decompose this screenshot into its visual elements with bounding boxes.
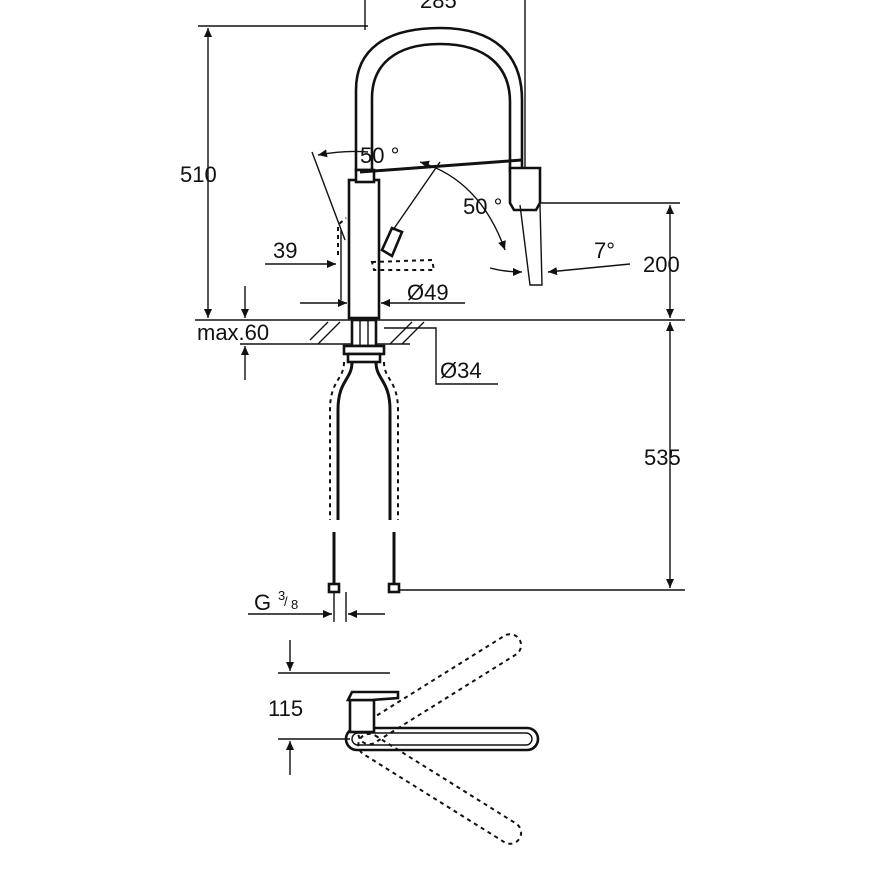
lever-alt-down [370, 258, 436, 271]
dimension-top-view-depth: 115 [268, 640, 390, 775]
thread-denominator-label: 8 [291, 597, 298, 612]
top-view-spout-rotated-up [357, 633, 523, 746]
angle-tilt: 7° [489, 238, 631, 276]
dimension-hole-diameter: Ø34 [384, 327, 498, 385]
dimension-max-thickness: max.60 [197, 286, 269, 380]
hose-connector-right [387, 582, 401, 594]
angle-spray-left: 50 ° [311, 143, 399, 241]
lever-position-diagonal [380, 226, 404, 258]
dimension-top-width-label: 285 [420, 0, 457, 13]
dimension-max-thickness-label: max.60 [197, 320, 269, 345]
dimension-hole-diameter-label: Ø34 [440, 358, 482, 383]
thread-numerator-label: 3 [278, 588, 285, 603]
top-view-spout-rotated-down [357, 732, 523, 845]
supply-hoses [327, 361, 401, 622]
top-view-body [348, 698, 376, 734]
spray-head [508, 166, 542, 212]
dimension-hose-length: 535 [400, 322, 685, 591]
hose-connector-left [327, 582, 341, 594]
dimension-total-height: 510 [180, 25, 368, 318]
faucet-top-view [344, 633, 540, 845]
dimension-lever-offset-label: 39 [273, 238, 297, 263]
thread-main-label: G [254, 590, 271, 615]
faucet-body [347, 178, 381, 320]
dimension-lever-offset: 39 [265, 230, 342, 300]
dimension-top-view-depth-label: 115 [268, 696, 303, 721]
countertop-section [195, 318, 685, 364]
angle-spray-right-label: 50 ° [463, 194, 502, 219]
mounting-shank [350, 318, 378, 348]
dimension-hose-length-label: 535 [644, 445, 681, 470]
mounting-washer [346, 352, 382, 364]
dimension-total-height-label: 510 [180, 162, 217, 187]
dimension-spout-height: 200 [540, 202, 680, 318]
lever-alt-left [337, 217, 347, 255]
dimension-base-diameter: Ø49 [300, 280, 465, 307]
dimension-spout-height-label: 200 [643, 252, 680, 277]
angle-tilt-label: 7° [594, 238, 615, 263]
hose-left [336, 361, 354, 520]
dimension-top-width: 285 [364, 0, 526, 170]
dimension-base-diameter-label: Ø49 [407, 280, 449, 305]
hose-right [374, 361, 392, 520]
angle-spray-right: 50 ° [419, 160, 506, 251]
dimension-connection-thread: G 3 / 8 [248, 588, 385, 618]
faucet-side-view [337, 26, 543, 320]
angle-spray-left-label: 50 ° [360, 143, 399, 168]
svg-text:/: / [284, 594, 288, 609]
top-view-lever [345, 690, 400, 702]
